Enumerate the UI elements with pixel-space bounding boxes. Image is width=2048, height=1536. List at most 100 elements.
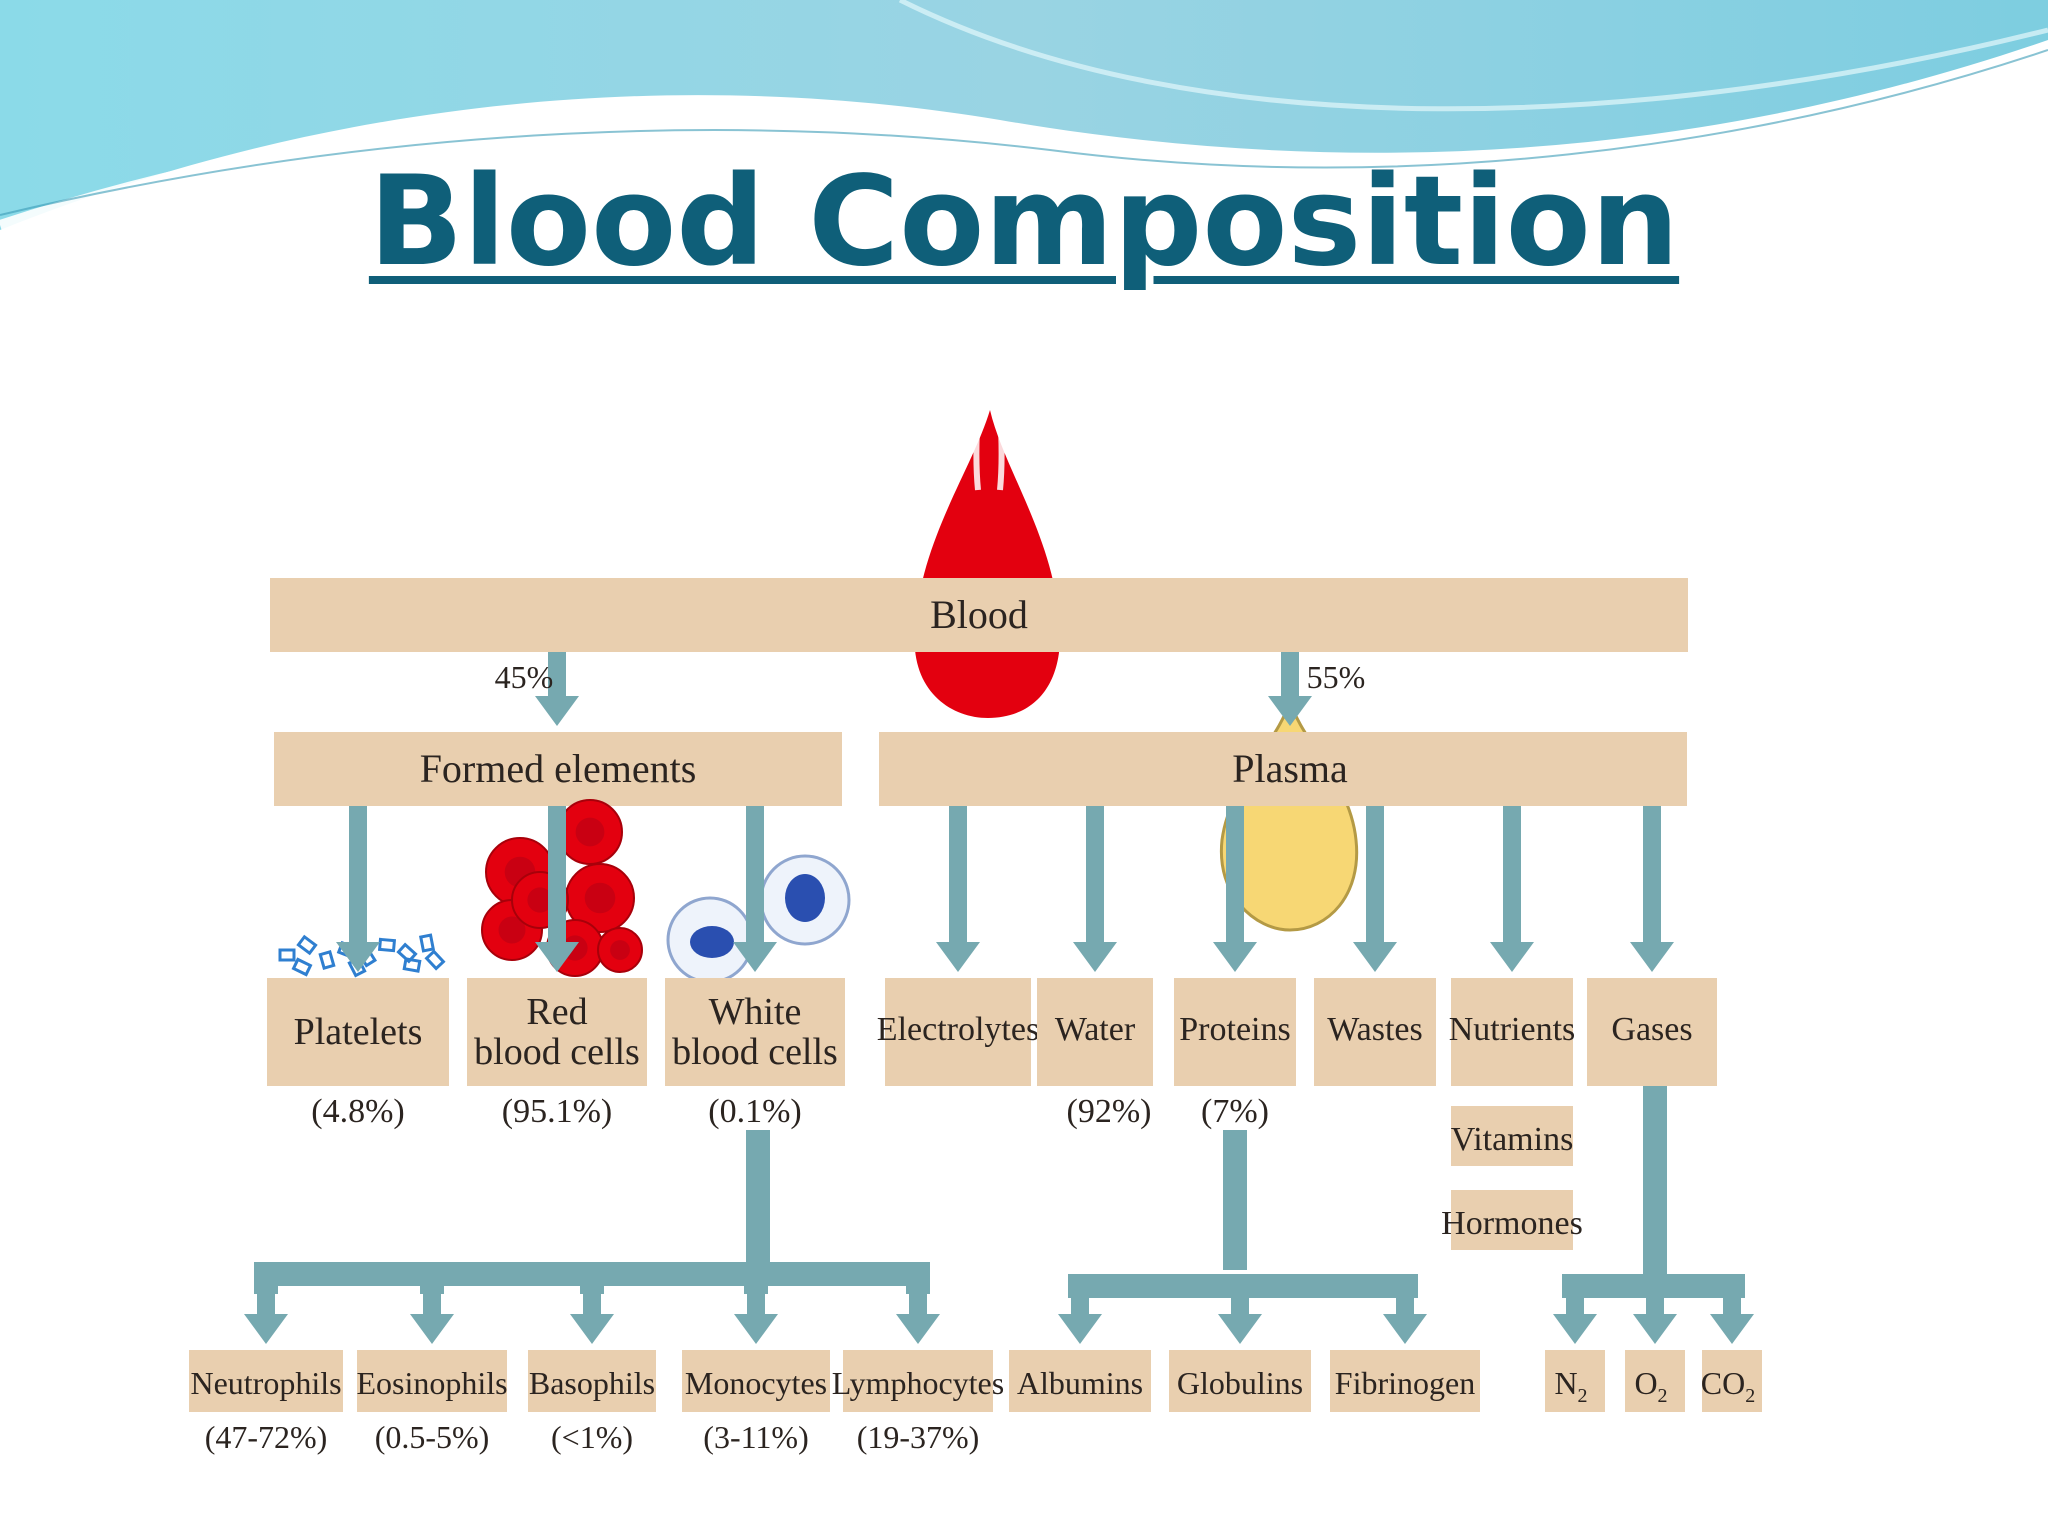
wbc-type-box: [189, 1350, 343, 1412]
arrow-plasma-head: [1268, 696, 1312, 726]
white-blood-cell-nucleus: [785, 874, 825, 922]
arrow-plasma-1-head: [1073, 942, 1117, 972]
gas-formula-subscript: 2: [1745, 1385, 1755, 1407]
arrow-gas-2-head: [1710, 1314, 1754, 1344]
gas-formula-base: O: [1634, 1365, 1657, 1401]
plasma-item-percent: (92%): [1067, 1093, 1152, 1130]
plasma-item-label: Proteins: [1179, 1011, 1290, 1048]
wbc-type-box: [682, 1350, 830, 1412]
platelet-icon: [296, 934, 318, 956]
arrow-plasma-2-shaft: [1226, 806, 1244, 942]
platelet-icon: [318, 950, 336, 970]
formed-item-percent: (0.1%): [708, 1093, 801, 1130]
formed-item-percent: (95.1%): [502, 1093, 612, 1130]
gas-formula-base: N: [1554, 1365, 1577, 1401]
plasma-item-box: [1174, 978, 1296, 1086]
gas-type-box: [1625, 1350, 1685, 1412]
arrow-wbc-0-shaft: [257, 1290, 275, 1314]
nutrient-extra-label: Vitamins: [1451, 1121, 1574, 1158]
arrow-protein-1-head: [1218, 1314, 1262, 1344]
gas-type-box: [1545, 1350, 1605, 1412]
formed-item-box: [665, 978, 845, 1086]
nutrient-extra-box: [1451, 1106, 1573, 1166]
plasma-item-box: [885, 978, 1031, 1086]
plasma-item-label: Gases: [1611, 1011, 1692, 1048]
blood-drop-icon: [914, 410, 1061, 718]
gas-formula-subscript: 2: [1578, 1385, 1588, 1407]
arrow-plasma-5-shaft: [1643, 806, 1661, 942]
plasma-item-percent: (7%): [1201, 1093, 1269, 1130]
arrow-formed-2-shaft: [746, 806, 764, 942]
plasma-item-box: [1314, 978, 1436, 1086]
arrow-wbc-4-shaft: [909, 1290, 927, 1314]
protein-type-box: [1330, 1350, 1480, 1412]
arrow-wbc-3-shaft: [747, 1290, 765, 1314]
plasma-item-box: [1037, 978, 1153, 1086]
arrow-formed-2-head: [733, 942, 777, 972]
wbc-type-label: Basophils: [529, 1365, 655, 1401]
plasma-percent-label: 55%: [1307, 659, 1366, 695]
wbc-type-percent: (3-11%): [703, 1419, 808, 1455]
formed-percent-label: 45%: [495, 659, 554, 695]
arrow-plasma-2-head: [1213, 942, 1257, 972]
protein-type-label: Fibrinogen: [1335, 1365, 1475, 1401]
wbc-type-label: Lymphocytes: [832, 1365, 1004, 1401]
wbc-type-label: Neutrophils: [190, 1365, 341, 1401]
arrow-plasma-shaft: [1281, 652, 1299, 696]
arrow-plasma-0-shaft: [949, 806, 967, 942]
arrow-protein-2-head: [1383, 1314, 1427, 1344]
wbc-drop: [580, 1274, 604, 1294]
white-blood-cell-nucleus: [690, 926, 734, 958]
wbc-type-percent: (19-37%): [857, 1419, 980, 1455]
gas-type-label: CO2: [1701, 1365, 1755, 1407]
arrow-plasma-3-head: [1353, 942, 1397, 972]
arrow-plasma-4-head: [1490, 942, 1534, 972]
platelet-icon: [291, 957, 313, 977]
blood-drop-highlight: [973, 409, 1005, 491]
red-blood-cell-center: [575, 817, 605, 847]
plasma-item-label: Water: [1055, 1011, 1136, 1048]
formed-item-percent: (4.8%): [311, 1093, 404, 1130]
arrow-wbc-1-head: [410, 1314, 454, 1344]
arrow-protein-0-head: [1058, 1314, 1102, 1344]
gas-stem: [1643, 1086, 1667, 1282]
wbc-type-percent: (<1%): [551, 1419, 633, 1455]
arrow-protein-2-shaft: [1396, 1286, 1414, 1314]
formed-item-label-line1: White: [709, 991, 802, 1033]
arrow-formed-head: [535, 696, 579, 726]
nutrient-extra-label: Hormones: [1441, 1205, 1583, 1242]
wbc-type-percent: (0.5-5%): [375, 1419, 490, 1455]
arrow-gas-1-head: [1633, 1314, 1677, 1344]
plasma-item-label: Electrolytes: [877, 1011, 1039, 1048]
wbc-drop: [744, 1274, 768, 1294]
arrow-protein-1-shaft: [1231, 1286, 1249, 1314]
plasma-item-box: [1587, 978, 1717, 1086]
arrow-formed-shaft: [548, 652, 566, 696]
platelet-icon: [278, 948, 296, 962]
wbc-type-box: [843, 1350, 993, 1412]
protein-type-box: [1169, 1350, 1311, 1412]
gas-type-label: N2: [1554, 1365, 1587, 1407]
page-title: Blood Composition: [0, 160, 2048, 284]
arrow-formed-1-head: [535, 942, 579, 972]
plasma-item-box: [1451, 978, 1573, 1086]
platelet-icon: [396, 942, 418, 964]
plasma-box: [879, 732, 1687, 806]
formed-elements-box: [274, 732, 842, 806]
protein-stem: [1223, 1130, 1247, 1270]
formed-item-box: [267, 978, 449, 1086]
red-blood-cell-center: [527, 887, 553, 913]
wbc-stem: [746, 1130, 770, 1270]
arrow-formed-0-shaft: [349, 806, 367, 942]
wbc-type-label: Eosinophils: [356, 1365, 507, 1401]
red-blood-cell-center: [584, 882, 616, 914]
protein-type-label: Albumins: [1017, 1365, 1143, 1401]
plasma-item-label: Nutrients: [1449, 1011, 1576, 1048]
arrow-plasma-1-shaft: [1086, 806, 1104, 942]
platelet-icon: [424, 949, 446, 971]
arrow-formed-0-head: [336, 942, 380, 972]
arrow-plasma-0-head: [936, 942, 980, 972]
platelet-icon: [418, 933, 436, 953]
